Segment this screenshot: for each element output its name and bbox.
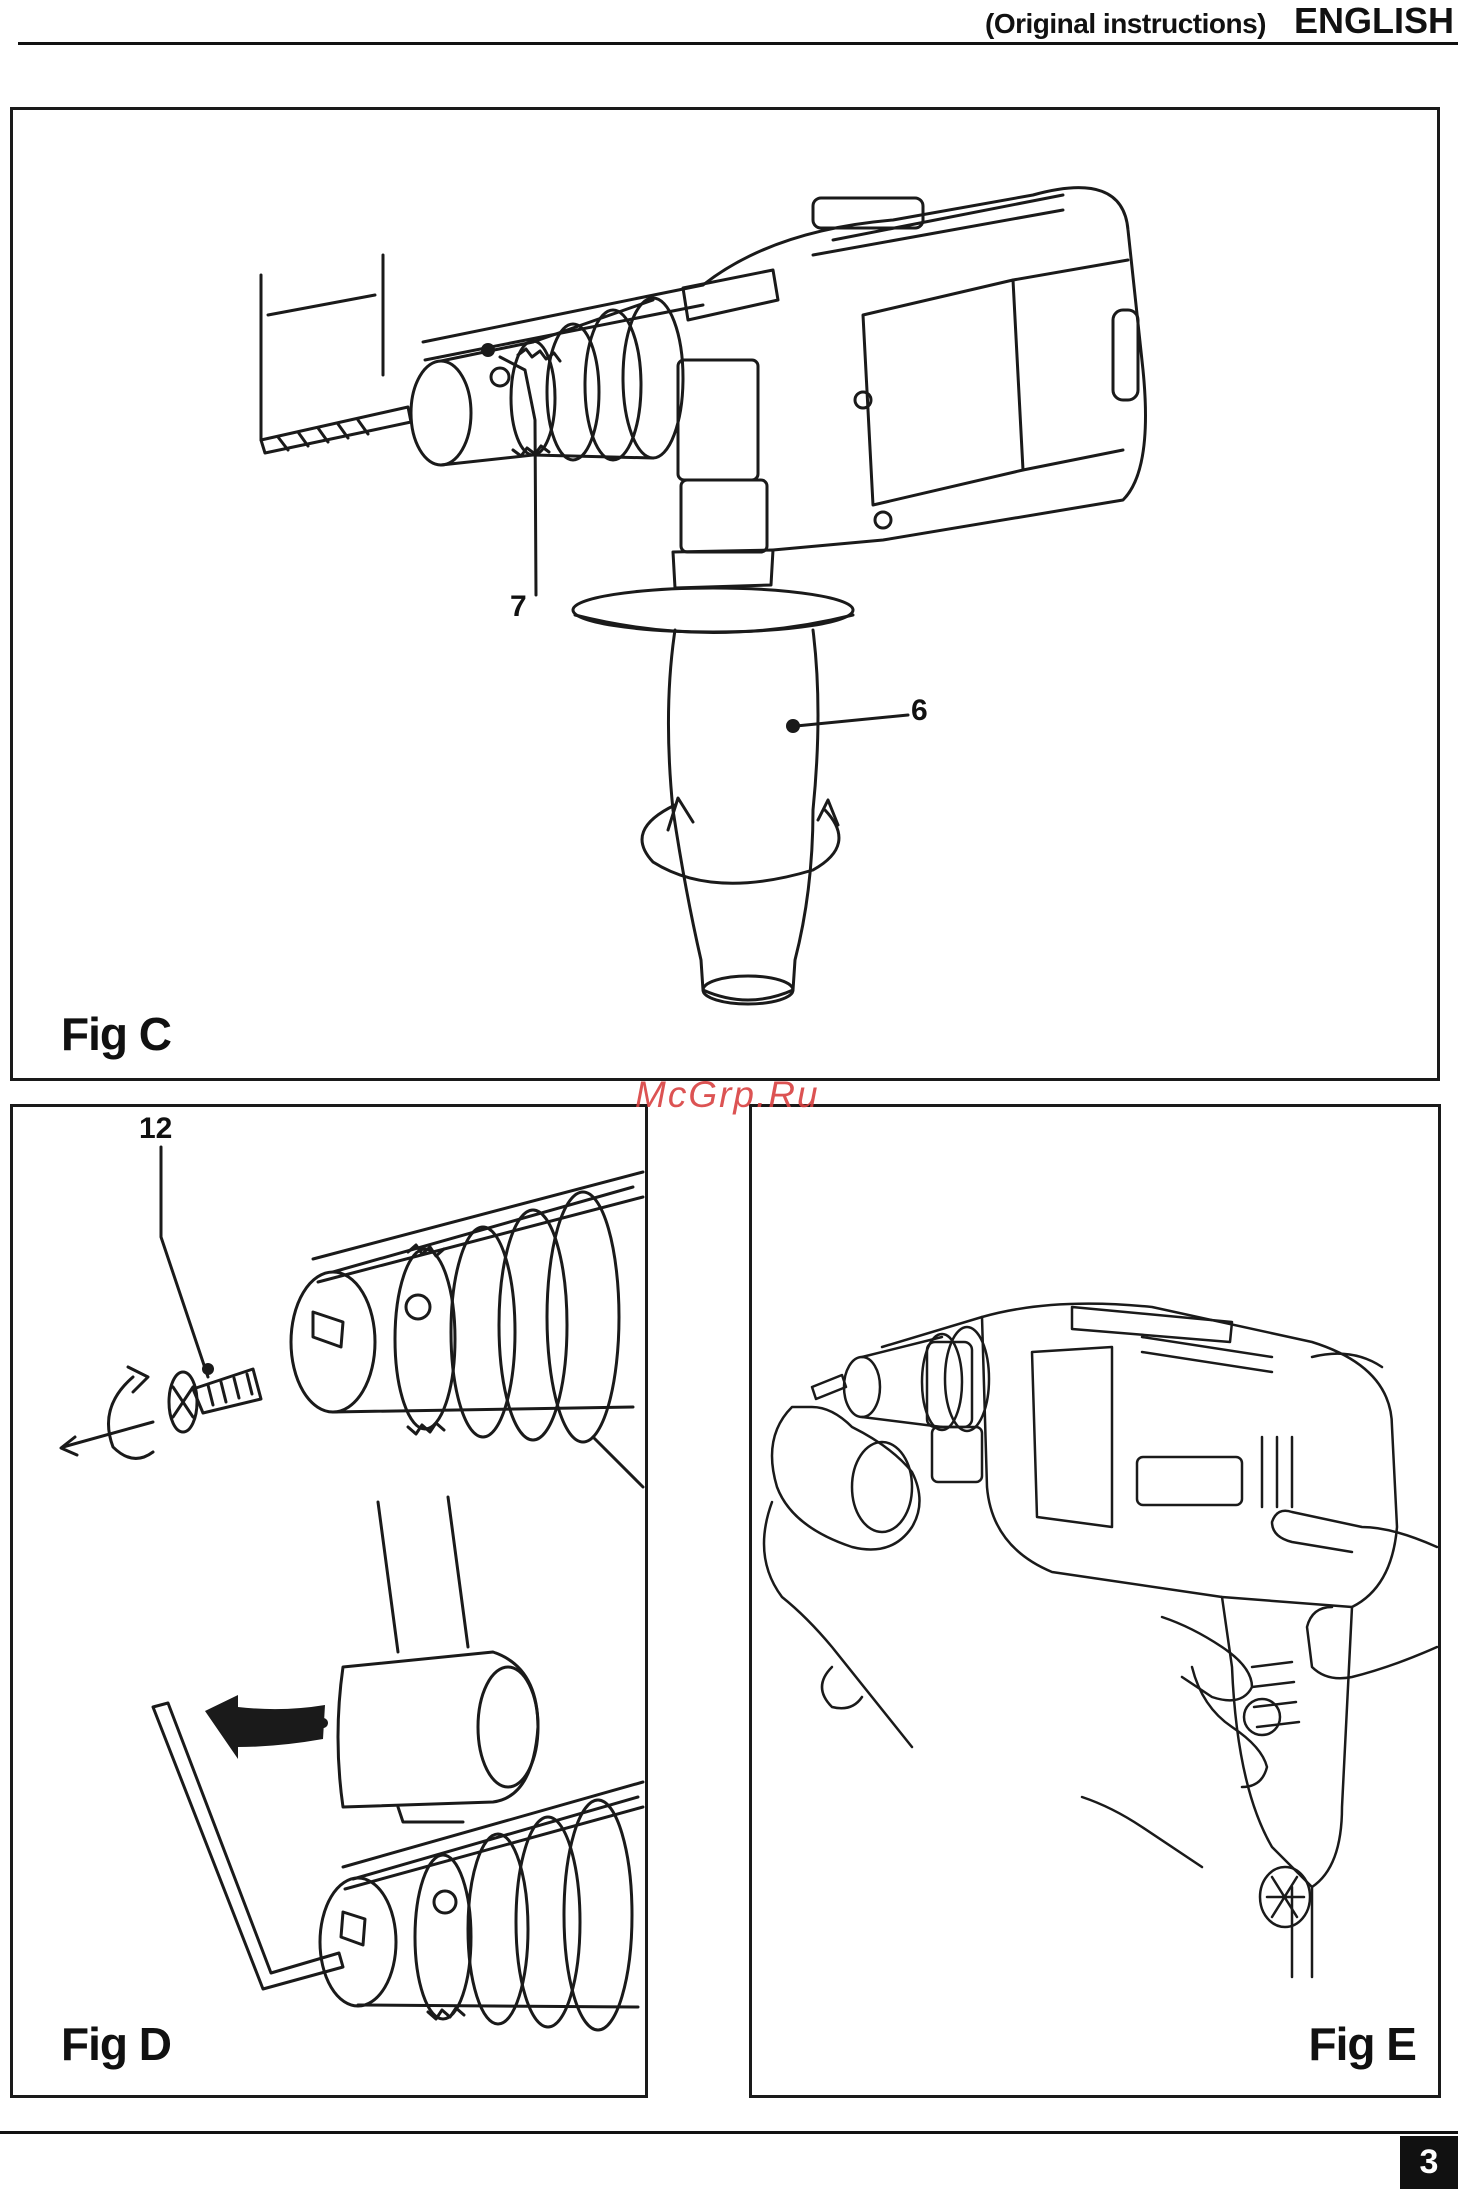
figure-d-panel: 12 Fig D — [10, 1104, 648, 2098]
figure-d-drawing — [13, 1107, 645, 2095]
header-language: ENGLISH — [1294, 0, 1454, 41]
figure-e-label: Fig E — [1309, 2017, 1416, 2071]
callout-12: 12 — [139, 1112, 172, 1146]
header-text: (Original instructions) ENGLISH — [985, 0, 1454, 42]
header-subtitle: (Original instructions) — [985, 8, 1266, 39]
callout-6: 6 — [911, 694, 928, 728]
figure-e-drawing — [752, 1107, 1438, 2095]
figure-c-drawing — [13, 110, 1437, 1078]
watermark: McGrp.Ru — [635, 1074, 820, 1116]
figure-c-panel: 7 6 Fig C — [10, 107, 1440, 1081]
figure-d-label: Fig D — [61, 2017, 171, 2071]
figure-e-panel: Fig E — [749, 1104, 1441, 2098]
page-header: (Original instructions) ENGLISH — [0, 0, 1458, 46]
footer-rule — [0, 2131, 1458, 2134]
header-rule — [18, 42, 1458, 45]
callout-7: 7 — [510, 590, 527, 624]
page-number: 3 — [1400, 2136, 1458, 2189]
figure-c-label: Fig C — [61, 1007, 171, 1061]
